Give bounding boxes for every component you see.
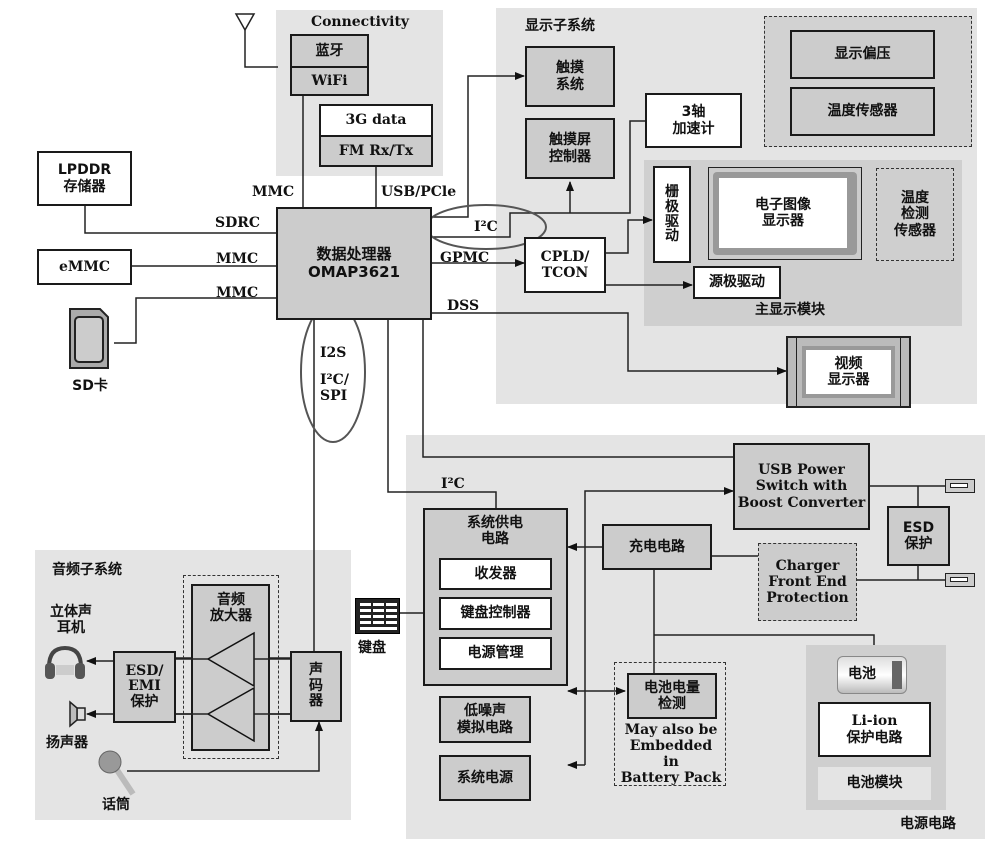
audio-subsystem-title: 音频子系统 [52, 562, 122, 578]
source-driver-box[interactable]: 源极驱动 [693, 266, 781, 299]
battery-module-box: 电池模块 [818, 767, 931, 800]
fm-rx-tx-box[interactable]: FM Rx/Tx [319, 135, 433, 167]
usb-power-switch-box[interactable]: USB Power Switch with Boost Converter [733, 443, 870, 530]
usb-connector-icon-2 [945, 573, 975, 587]
bus-label-i2c-power: I²C [441, 476, 465, 492]
fuel-gauge-box[interactable]: 电池电量 检测 [627, 673, 717, 719]
headphones-label: 立体声 耳机 [50, 604, 92, 637]
esd-protection-box[interactable]: ESD 保护 [887, 506, 950, 566]
bus-label-sdrc: SDRC [215, 215, 261, 231]
cpld-tcon-box[interactable]: CPLD/ TCON [524, 237, 606, 293]
headphones-icon [43, 645, 87, 681]
battery-label: 电池 [848, 666, 876, 682]
power-management-box[interactable]: 电源管理 [439, 637, 552, 670]
bus-label-i2c-display: I²C [474, 219, 498, 235]
epaper-display-box[interactable]: 电子图像 显示器 [719, 178, 847, 248]
audio-amplifier-label: 音频 放大器 [210, 592, 252, 625]
bus-label-mmc-sd: MMC [216, 285, 259, 301]
battery-icon: 电池 [837, 656, 907, 694]
speaker-icon [68, 700, 86, 728]
power-circuit-title: 电源电路 [900, 816, 956, 832]
bus-label-dss: DSS [447, 298, 480, 314]
epaper-display-frame: 电子图像 显示器 [708, 167, 862, 260]
accelerometer-box[interactable]: 3轴 加速计 [645, 93, 742, 148]
codec-box[interactable]: 声 码 器 [290, 651, 342, 722]
gate-driver-box[interactable]: 栅 极 驱 动 [653, 166, 691, 263]
fuel-gauge-group [614, 662, 726, 786]
antenna-icon [234, 13, 256, 32]
bus-label-mmc-emmc: MMC [216, 251, 259, 267]
system-supply-label: 系统供电 电路 [467, 515, 523, 548]
bus-label-i2s: I2S [320, 345, 347, 361]
processor-omap3621[interactable]: 数据处理器 OMAP3621 [276, 207, 432, 320]
charger-front-end-box[interactable]: Charger Front End Protection [758, 543, 857, 621]
microphone-label: 话筒 [102, 797, 130, 813]
temp-detect-sensor-label: 温度 检测 传感器 [894, 190, 936, 239]
display-subsystem-title: 显示子系统 [525, 18, 595, 34]
touch-system-box[interactable]: 触摸 系统 [525, 46, 615, 107]
esd-emi-protection-box[interactable]: ESD/ EMI 保护 [113, 651, 176, 723]
bluetooth-box[interactable]: 蓝牙 [290, 34, 369, 68]
keyboard-controller-box[interactable]: 键盘控制器 [439, 597, 552, 630]
emmc-box[interactable]: eMMC [37, 249, 132, 285]
charger-box[interactable]: 充电电路 [602, 524, 712, 570]
bus-label-gpmc: GPMC [440, 250, 490, 266]
liion-protection-box[interactable]: Li-ion 保护电路 [818, 702, 931, 757]
sd-card-icon [68, 307, 110, 370]
amplifier-group [183, 575, 279, 759]
speaker-label: 扬声器 [46, 735, 88, 751]
transceiver-box[interactable]: 收发器 [439, 558, 552, 590]
bus-label-usb-pcie: USB/PCle [381, 184, 457, 200]
wifi-box[interactable]: WiFi [290, 66, 369, 96]
main-display-module-label: 主显示模块 [755, 302, 825, 318]
3g-data-box[interactable]: 3G data [319, 104, 433, 137]
sd-card-label: SD卡 [72, 378, 108, 394]
keyboard-label: 键盘 [358, 640, 386, 656]
bus-label-i2c-spi: I²C/ SPI [320, 372, 349, 405]
video-display-frame: 视频 显示器 [786, 336, 911, 408]
system-power-box[interactable]: 系统电源 [439, 755, 531, 801]
keyboard-icon [355, 598, 400, 634]
usb-connector-icon-1 [945, 479, 975, 493]
lpddr-box[interactable]: LPDDR 存储器 [37, 151, 132, 206]
touch-controller-box[interactable]: 触摸屏 控制器 [525, 118, 615, 179]
video-display-box[interactable]: 视频 显示器 [806, 350, 891, 394]
bus-label-mmc-top: MMC [252, 184, 295, 200]
fuel-gauge-note: May also be Embedded in Battery Pack [620, 722, 722, 787]
temperature-sensor-box[interactable]: 温度传感器 [790, 87, 935, 136]
low-noise-analog-box[interactable]: 低噪声 模拟电路 [439, 696, 531, 743]
charger-front-end-label: Charger Front End Protection [766, 557, 849, 607]
microphone-icon [97, 748, 137, 798]
temp-detect-sensor-box[interactable]: 温度 检测 传感器 [876, 168, 954, 261]
display-bias-box[interactable]: 显示偏压 [790, 30, 935, 79]
connectivity-title: Connectivity [310, 14, 410, 30]
